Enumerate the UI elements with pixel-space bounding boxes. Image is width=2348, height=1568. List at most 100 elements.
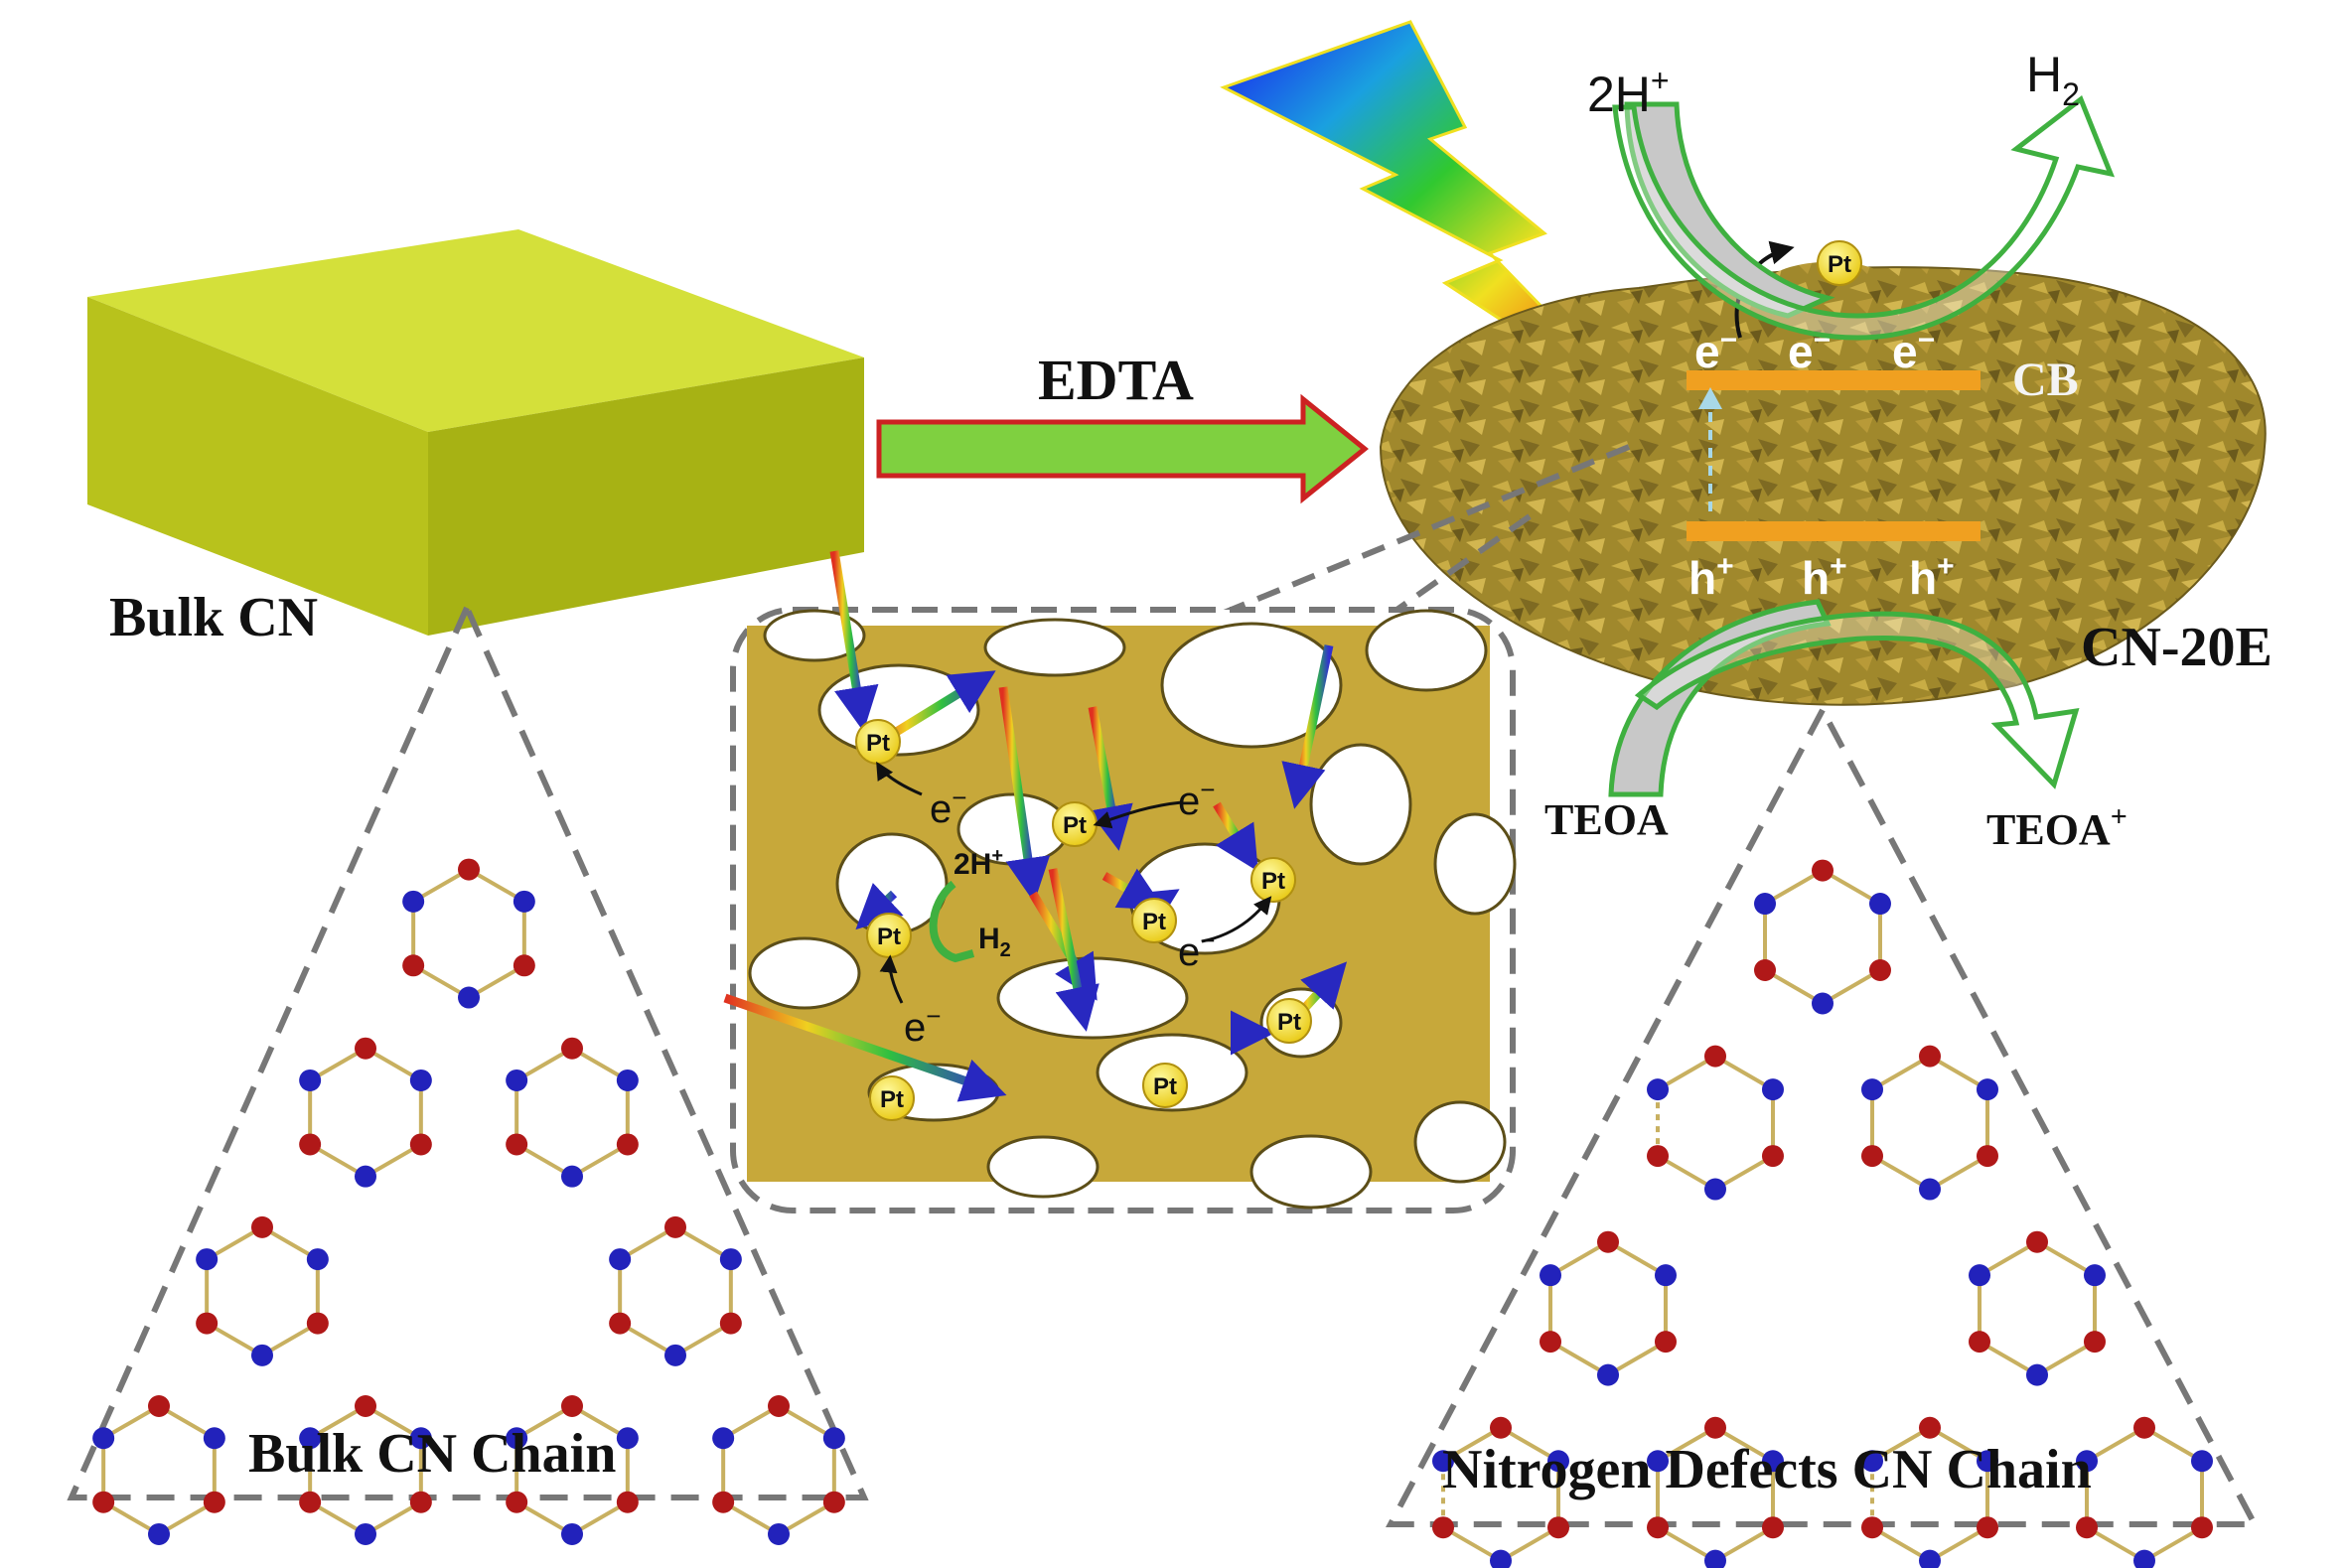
bond <box>1713 1154 1774 1192</box>
carbon-atom <box>1704 1045 1726 1068</box>
carbon-atom <box>1919 1045 1941 1068</box>
block-side-face <box>428 357 864 636</box>
svg-text:Pt: Pt <box>1142 909 1166 935</box>
bond <box>1871 1525 1932 1563</box>
bond <box>1871 1054 1932 1091</box>
proton-grey-arrow <box>1624 101 1835 319</box>
carbon-atom <box>1761 1145 1784 1168</box>
nitrogen-atom <box>2076 1450 2099 1473</box>
nitrogen-atom <box>1761 1078 1784 1101</box>
nitrogen-atom <box>402 890 425 913</box>
teoa-grey-arrow <box>1608 599 1832 797</box>
nitrogen-atom <box>664 1344 686 1366</box>
svg-text:Pt: Pt <box>1828 251 1851 278</box>
porous-sheet-inset: Pt Pt Pt Pt Pt Pt Pt Pt e− e− e− e− 2H+ … <box>723 550 1517 1213</box>
nitrogen-atom <box>92 1427 115 1450</box>
carbon-atom <box>616 1133 639 1156</box>
carbon-atom <box>1861 1516 1884 1539</box>
inset-h2-label: H2 <box>978 923 1011 961</box>
carbon-atom <box>196 1312 219 1335</box>
carbon-atom <box>1976 1145 1998 1168</box>
nitrogen-atom <box>1432 1450 1455 1473</box>
nitrogen-atom <box>1647 1078 1670 1101</box>
carbon-atom <box>822 1491 845 1513</box>
nitrogen-atom <box>1597 1363 1619 1386</box>
carbon-atom <box>609 1312 632 1335</box>
bond <box>1871 1154 1932 1192</box>
bond <box>1442 1426 1503 1463</box>
carbon-atom <box>251 1215 273 1238</box>
carbon-atom <box>513 954 535 977</box>
carbon-atom <box>203 1491 225 1513</box>
carbon-atom <box>1597 1230 1619 1253</box>
svg-text:Pt: Pt <box>1063 812 1087 839</box>
carbon-atom <box>1868 959 1891 982</box>
nitrogen-atom <box>1704 1178 1726 1201</box>
bond <box>1549 1239 1610 1277</box>
carbon-atom <box>1704 1416 1726 1439</box>
bond <box>2142 1525 2203 1563</box>
bond <box>1606 1239 1667 1277</box>
carbon-atom <box>1647 1516 1670 1539</box>
nitrogen-atom <box>1540 1264 1562 1287</box>
carbon-atom <box>1976 1516 1998 1539</box>
bond <box>1821 868 1881 906</box>
nitrogen-atom <box>561 1165 583 1188</box>
pt-particle: Pt <box>1052 801 1098 847</box>
svg-text:Pt: Pt <box>1261 868 1285 895</box>
carbon-atom <box>1812 859 1834 882</box>
pt-particle-top: Pt <box>1817 240 1862 286</box>
svg-text:Pt: Pt <box>866 730 890 757</box>
bond <box>1928 1054 1988 1091</box>
nitrogen-atom <box>616 1427 639 1450</box>
nitrogen-atom <box>768 1522 790 1545</box>
bond <box>1764 868 1825 906</box>
bond <box>1499 1426 1559 1463</box>
nitrogen-atom <box>148 1522 170 1545</box>
nitrogen-atom <box>299 1427 322 1450</box>
bond <box>1657 1154 1717 1192</box>
two-h-plus-label: 2H+ <box>1587 63 1670 122</box>
nitrogen-atom <box>1761 1450 1784 1473</box>
teoa-label: TEOA <box>1544 795 1669 844</box>
bond <box>2142 1426 2203 1463</box>
nitrogen-atom <box>355 1522 376 1545</box>
defect-chain-triangle <box>1386 703 2260 1527</box>
svg-text:Pt: Pt <box>877 924 901 950</box>
bond <box>1713 1054 1774 1091</box>
nitrogen-atom <box>1868 893 1891 916</box>
bond <box>1979 1340 2039 1377</box>
bulk-cn-label: Bulk CN <box>109 587 318 648</box>
nitrogen-atom <box>1861 1078 1884 1101</box>
carbon-atom <box>1490 1416 1512 1439</box>
svg-text:Pt: Pt <box>1153 1073 1177 1100</box>
bond <box>2086 1525 2146 1563</box>
pt-particles-inset: Pt Pt Pt Pt Pt Pt Pt Pt <box>855 719 1312 1121</box>
bond <box>2035 1239 2096 1277</box>
svg-text:h+: h+ <box>1909 550 1955 604</box>
bulk-cn-block <box>87 229 864 636</box>
carbon-atom <box>1540 1331 1562 1354</box>
bond <box>2035 1340 2096 1377</box>
bond <box>1764 968 1825 1006</box>
carbon-atom <box>561 1037 583 1060</box>
teoa-plus-label: TEOA+ <box>1986 800 2128 854</box>
h2-green-arrow <box>1612 95 2116 341</box>
bond <box>1713 1525 1774 1563</box>
pt-particle: Pt <box>1142 1063 1188 1108</box>
carbon-atom <box>409 1133 432 1156</box>
nitrogen-atom <box>561 1522 583 1545</box>
inset-electrons: e− e− e− e− <box>904 775 1215 1050</box>
bond <box>1499 1525 1559 1563</box>
excitation-arrow-head <box>1698 387 1722 409</box>
nitrogen-atom <box>1812 992 1834 1015</box>
nitrogen-atom <box>506 1427 528 1450</box>
nitrogen-atom <box>2083 1264 2106 1287</box>
pt-particle: Pt <box>866 913 912 958</box>
svg-text:h+: h+ <box>1688 550 1734 604</box>
valence-band <box>1687 521 1981 541</box>
pt-particle: Pt <box>1131 898 1177 943</box>
cb-label: CB <box>2012 354 2079 406</box>
carbon-atom <box>1761 1516 1784 1539</box>
